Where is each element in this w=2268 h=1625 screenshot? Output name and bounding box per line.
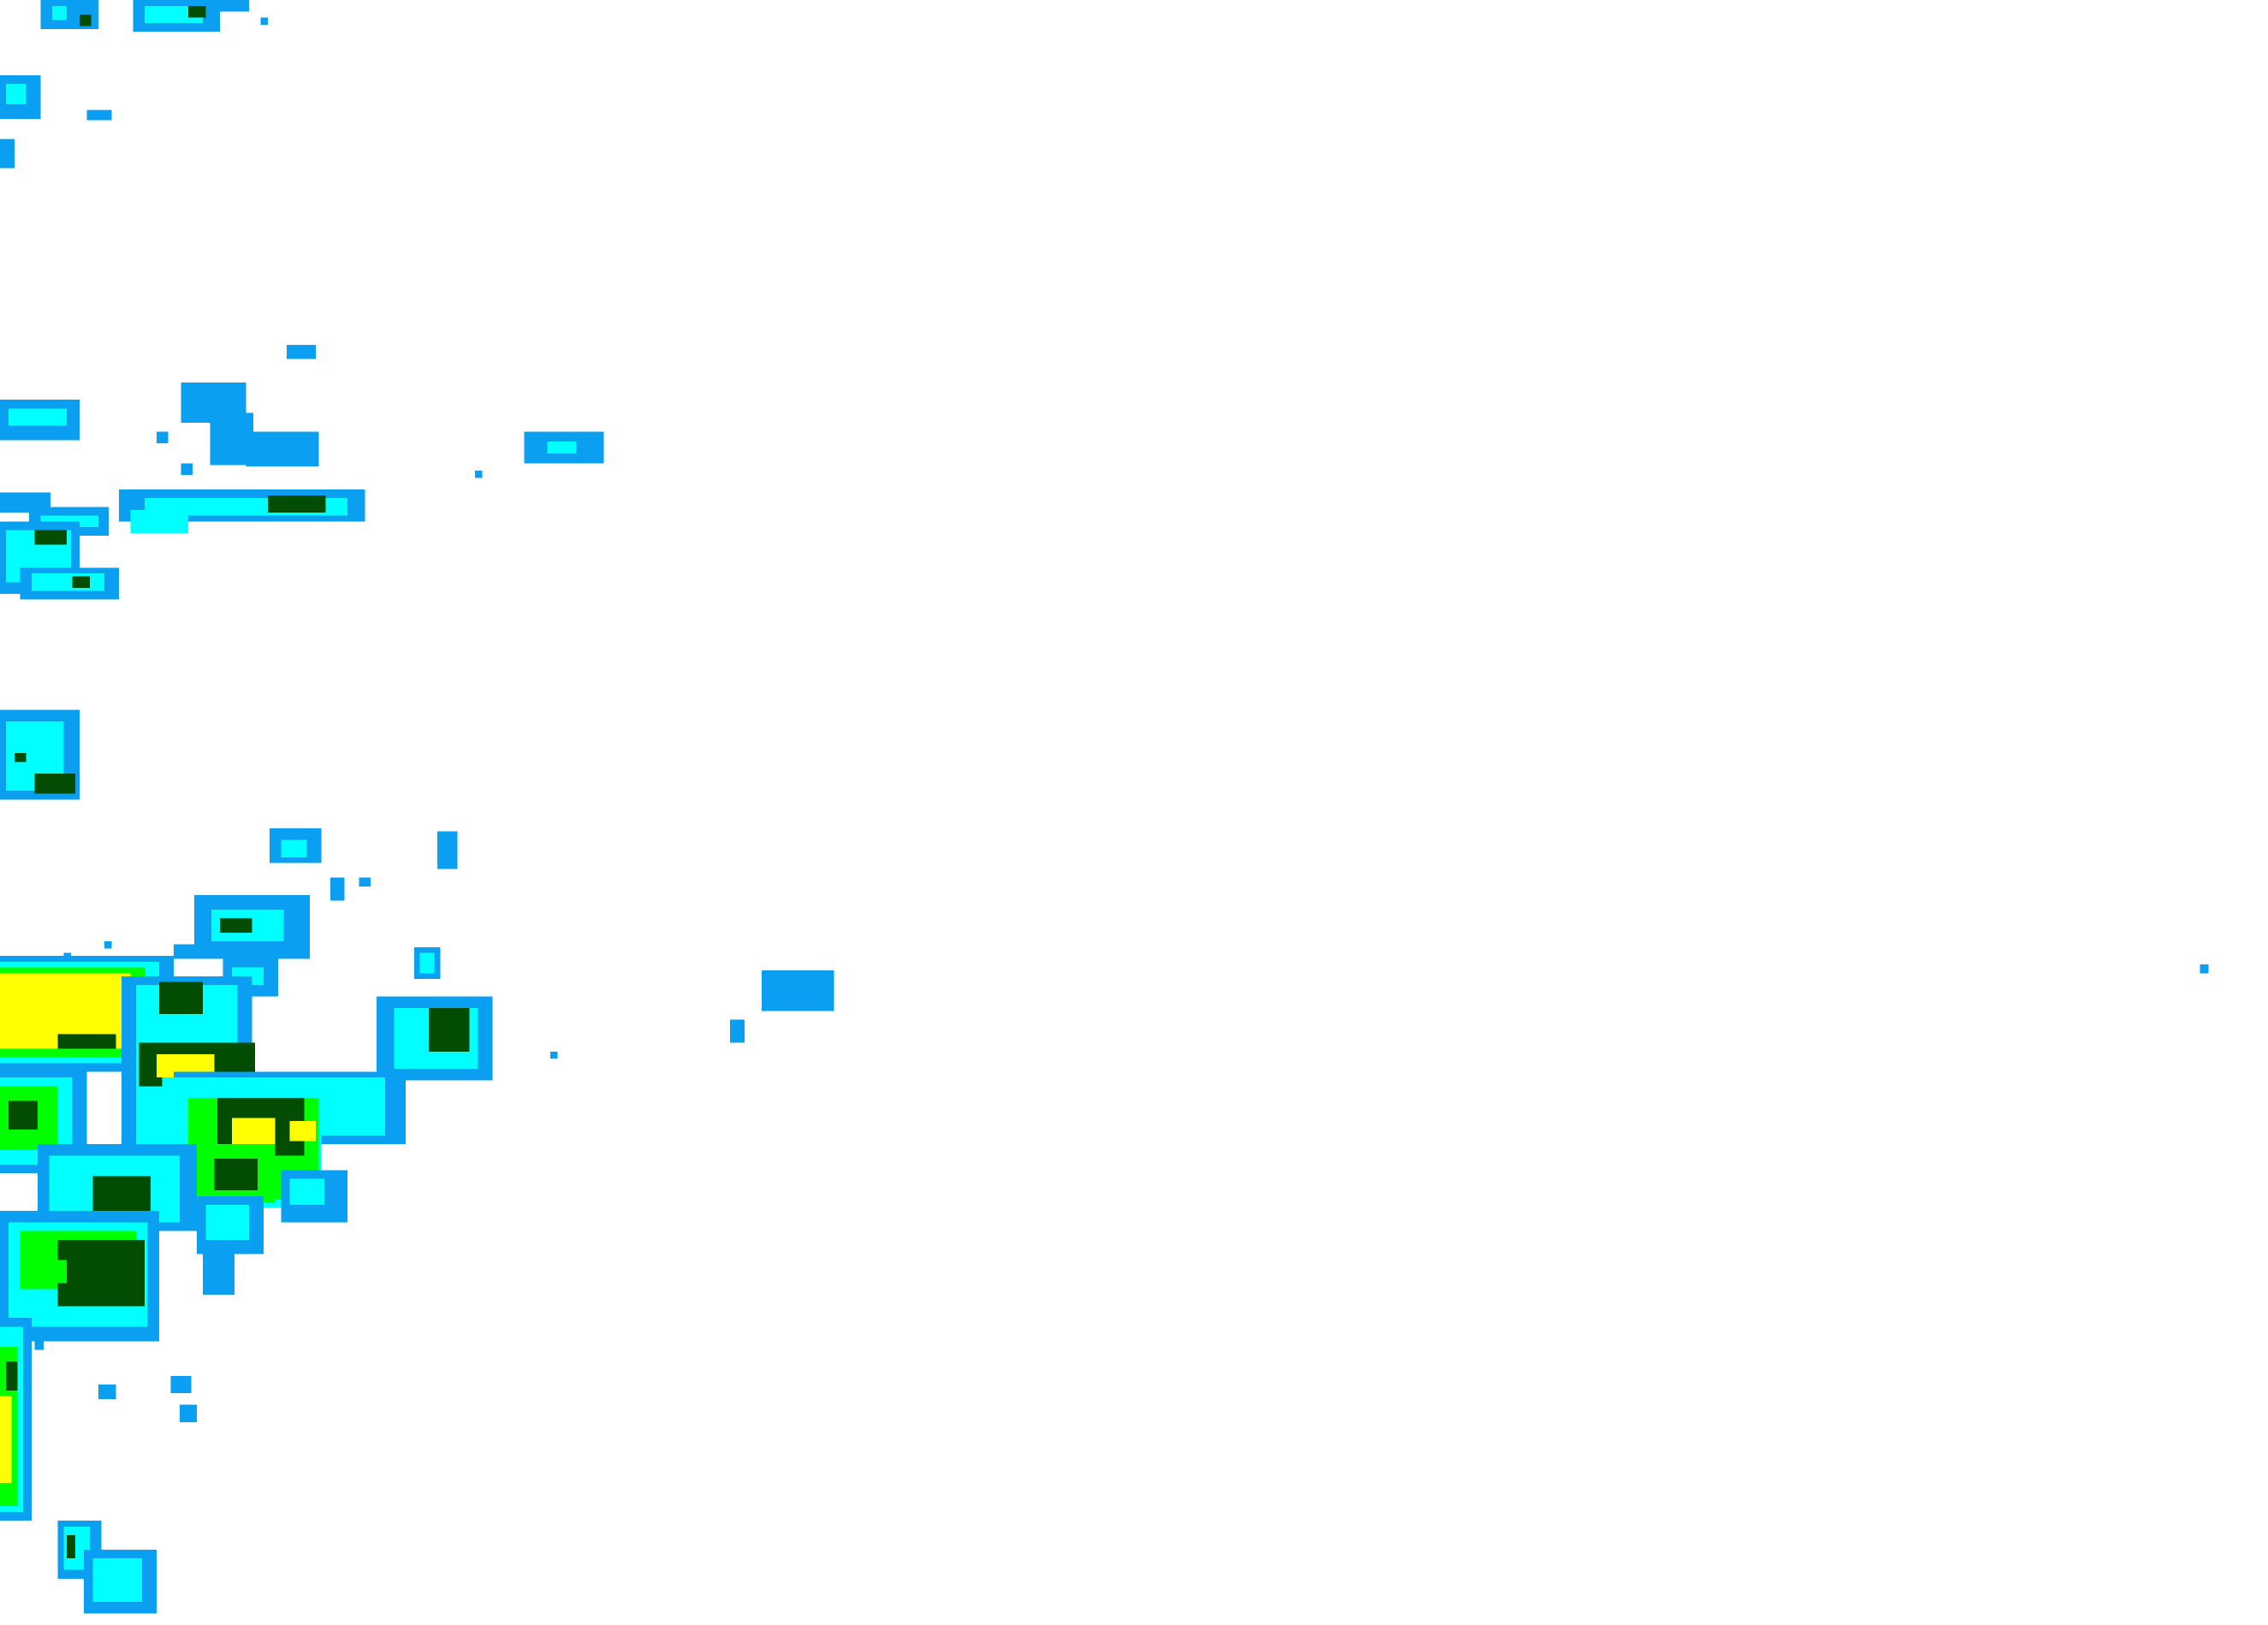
echo-cell-heavier — [34, 530, 67, 545]
echo-cell-moderate — [32, 573, 104, 591]
echo-cell-light — [0, 139, 15, 169]
echo-cell-light — [437, 831, 458, 869]
echo-cell-light — [550, 1051, 558, 1059]
echo-cell-light — [217, 0, 250, 12]
echo-cell-moderate — [130, 509, 188, 533]
echo-cell-light — [287, 344, 316, 359]
echo-cell-light — [104, 941, 112, 949]
echo-cell-light — [156, 431, 169, 443]
echo-cell-heavier — [14, 753, 27, 762]
echo-cell-light — [260, 17, 269, 25]
echo-cell-moderate — [5, 84, 27, 104]
echo-cell-heavier — [72, 576, 90, 589]
echo-cell-heavier — [9, 1100, 38, 1130]
echo-cell-moderate — [289, 1178, 325, 1206]
echo-cell-heavier — [80, 14, 92, 27]
echo-cell-moderate — [51, 5, 67, 21]
echo-cell-light — [2200, 964, 2209, 974]
echo-cell-light — [762, 970, 834, 1011]
echo-cell-light — [179, 1404, 198, 1423]
echo-cell-heavier — [214, 1159, 258, 1191]
echo-cell-moderate — [419, 952, 435, 974]
echo-cell-moderate — [205, 1205, 250, 1240]
echo-cell-light — [729, 1019, 745, 1043]
echo-cell-light — [86, 110, 112, 121]
echo-cell-intense — [0, 1396, 12, 1484]
echo-cell-heavier — [5, 1361, 18, 1391]
echo-cell-heavy — [23, 1260, 67, 1284]
precipitation-cells — [0, 0, 2209, 1614]
echo-cell-heavier — [57, 1239, 145, 1307]
echo-cell-heavier — [57, 1034, 116, 1049]
echo-cell-light — [330, 877, 345, 901]
echo-cell-light — [34, 1337, 44, 1350]
echo-cell-light — [181, 463, 193, 476]
echo-cell-moderate — [281, 839, 307, 857]
echo-cell-heavier — [66, 1535, 75, 1559]
echo-cell-moderate — [547, 442, 577, 454]
echo-cell-light — [475, 471, 483, 478]
echo-cell-light — [98, 1385, 116, 1399]
echo-cell-intense — [289, 1121, 316, 1142]
echo-cell-heavier — [428, 1007, 470, 1052]
echo-cell-heavier — [268, 495, 326, 513]
echo-cell-light — [170, 1375, 192, 1394]
echo-cell-heavier — [159, 982, 203, 1014]
echo-cell-light — [246, 431, 319, 466]
echo-cell-light — [202, 1254, 235, 1296]
echo-cell-intense — [231, 1118, 276, 1148]
echo-cell-heavier — [34, 773, 75, 794]
echo-cell-heavier — [220, 918, 252, 933]
echo-cell-light — [174, 944, 194, 959]
echo-cell-moderate — [101, 1578, 128, 1597]
echo-cell-moderate — [9, 408, 67, 426]
echo-cell-heavier — [187, 5, 206, 18]
echo-cell-light — [359, 877, 371, 887]
